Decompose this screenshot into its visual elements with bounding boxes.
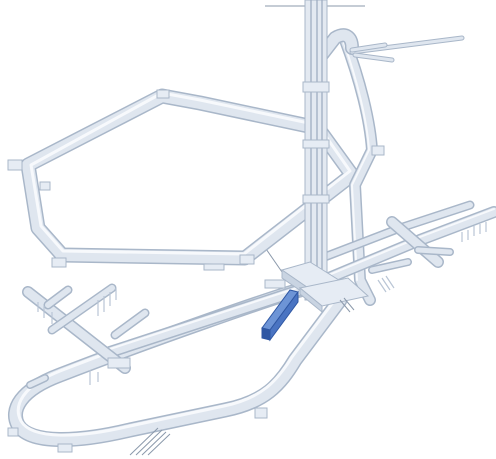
pad-left-structure (107, 357, 131, 369)
main-cavern-complex (264, 261, 370, 314)
shaft-level-1 (302, 81, 330, 93)
right-descent-tunnel (339, 34, 378, 306)
shaft-level-3 (302, 194, 330, 204)
pad-loop-far-left (7, 427, 19, 437)
right-cross-structure (368, 216, 487, 293)
pad-top (156, 89, 170, 99)
highlight-block-side (269, 290, 299, 342)
pad-bottom-left (51, 257, 67, 268)
top-right-branches (349, 35, 465, 63)
top-right-curve-tunnel (311, 28, 359, 67)
long-diagonal-tunnel (104, 206, 496, 358)
junction-pads (7, 89, 385, 453)
junction-pad (264, 279, 286, 289)
pad-loop-left (57, 443, 73, 453)
shaft-level-2 (302, 139, 330, 149)
highlighted-segment (261, 289, 299, 342)
central-shafts (302, 0, 330, 301)
lower-ramps (129, 297, 355, 456)
highlight-block-end (261, 327, 271, 341)
shaft-column (304, 0, 328, 301)
left-cross-structure (22, 283, 150, 389)
pad-bottom-mid (203, 263, 225, 271)
pad-left-inner (39, 181, 51, 191)
pad-left (7, 159, 23, 171)
pad-right (371, 145, 385, 156)
hexagon-ring-tunnel (20, 88, 360, 266)
pad-bottom-right (239, 254, 255, 265)
pad-loop-bottom (254, 407, 268, 419)
lower-cavern-side (299, 286, 323, 314)
